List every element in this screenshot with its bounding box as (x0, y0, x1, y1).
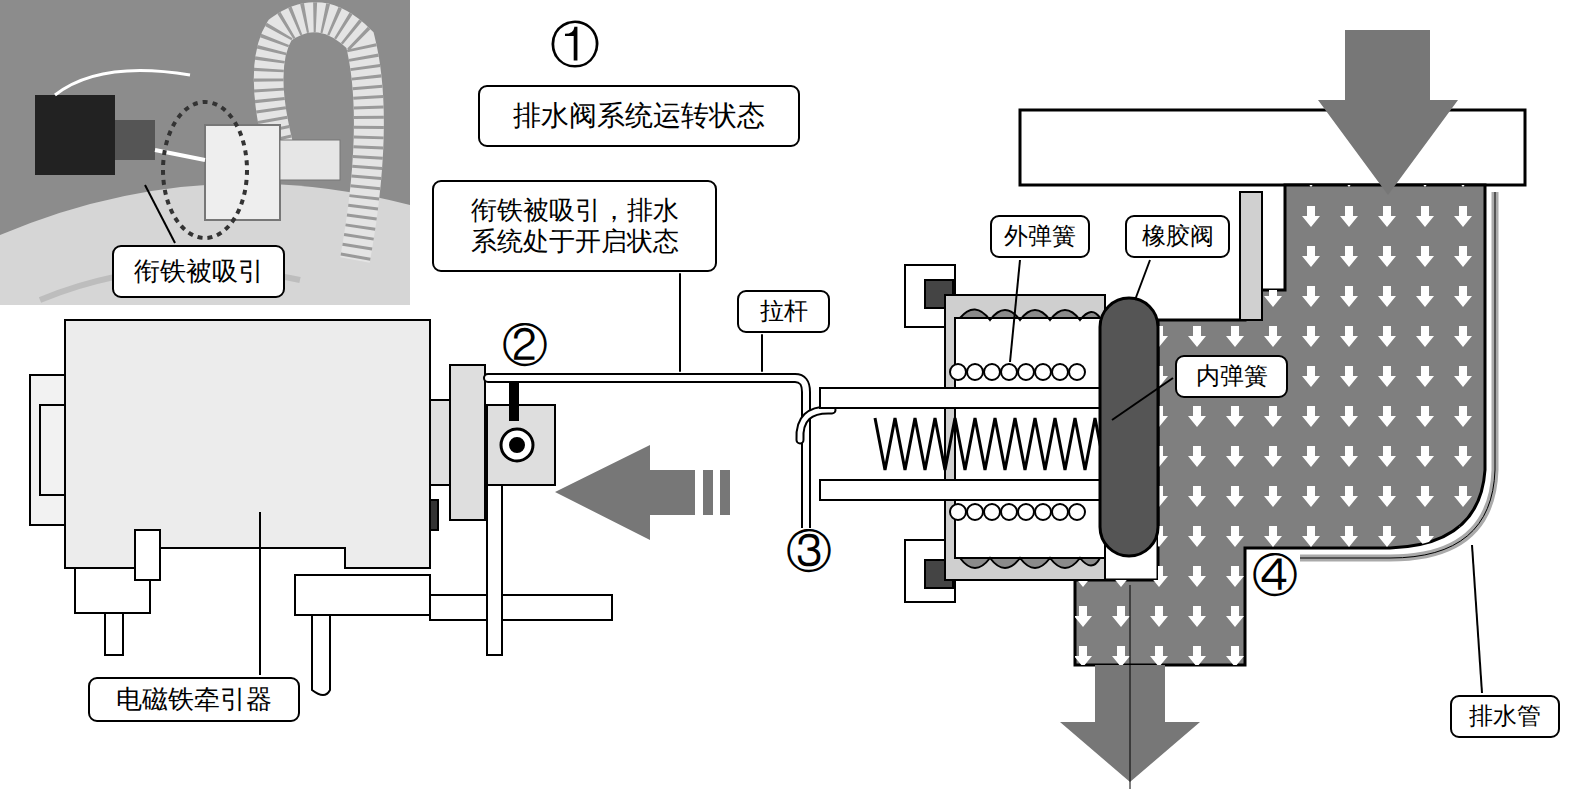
photo-part (280, 140, 340, 180)
drain-pipe-part (1240, 192, 1262, 320)
photo-part (0, 0, 410, 305)
valve-housing-part-part (1052, 364, 1068, 380)
photo-part (269, 17, 369, 260)
valve-housing-part-part (984, 504, 1000, 520)
photo-part (55, 71, 190, 96)
solenoid-part (430, 595, 612, 620)
valve-housing-part-part (1052, 504, 1068, 520)
valve-housing-part-part (984, 364, 1000, 380)
solenoid-part (510, 438, 524, 452)
motion-arrow (555, 445, 730, 540)
pull-rod-part (761, 335, 763, 371)
drain-pipe-part (1255, 192, 1495, 558)
part-label: 电磁铁牵引器 (88, 677, 300, 722)
drain-pipe-part (1318, 30, 1458, 195)
photo-part (115, 120, 155, 160)
label-text: 橡胶阀 (1142, 222, 1214, 251)
photo-part (269, 17, 369, 260)
motion-arrow-part (720, 470, 730, 515)
valve-housing-part (960, 558, 1100, 568)
title-box: 排水阀系统运转状态 (478, 85, 800, 147)
valve-housing-part (820, 388, 1102, 408)
photo-part (145, 185, 175, 243)
callout-number: ④ (1250, 552, 1300, 598)
solenoid-part (312, 615, 330, 695)
valve-housing-part-part (967, 364, 983, 380)
photo-part (163, 102, 247, 238)
photo-part (205, 125, 280, 220)
solenoid-part (30, 375, 65, 525)
valve-housing-part (950, 364, 1085, 520)
photo-part (35, 95, 115, 175)
valve-housing-part-part (1035, 364, 1051, 380)
solenoid-part (295, 575, 430, 615)
drain-pipe-part (1075, 185, 1485, 665)
label-text: 排水阀系统运转状态 (513, 99, 765, 133)
pull-rod-part (800, 410, 832, 440)
photo-label: 衔铁被吸引 (112, 245, 285, 298)
solenoid-part (259, 512, 261, 675)
label-text: 衔铁被吸引 (134, 256, 264, 287)
part-label: 排水管 (1450, 695, 1560, 738)
part-label: 内弹簧 (1175, 355, 1288, 398)
part-label: 橡胶阀 (1125, 215, 1230, 258)
drain-pipe-part (1075, 185, 1485, 665)
label-text: 外弹簧 (1004, 222, 1076, 251)
valve-housing-part-part (1001, 364, 1017, 380)
solenoid-part (501, 429, 533, 461)
valve-housing-part-part (1018, 364, 1034, 380)
photo (0, 0, 410, 305)
valve-housing-part (960, 309, 1100, 320)
valve-housing-part-part (967, 504, 983, 520)
part-label: 拉杆 (737, 290, 830, 333)
valve-housing-part (875, 418, 1105, 470)
label-text: 内弹簧 (1196, 362, 1268, 391)
drain-pipe-part (1472, 545, 1482, 693)
solenoid-part (40, 405, 65, 495)
valve-housing-part (1135, 260, 1150, 300)
label-text: 衔铁被吸引，排水 系统处于开启状态 (444, 195, 705, 257)
label-text: 拉杆 (760, 297, 808, 326)
valve-housing (820, 260, 1173, 602)
valve-housing-part-part (1001, 504, 1017, 520)
valve-housing-part-part (950, 504, 966, 520)
callout-number: ② (500, 322, 550, 368)
valve-housing-part (1100, 298, 1158, 556)
drain-pipe-part (1130, 585, 1131, 789)
pull-rod-part (679, 274, 681, 371)
valve-housing-part (945, 295, 1105, 580)
valve-housing-part-part (1069, 504, 1085, 520)
valve-housing-part (820, 480, 1102, 500)
valve-housing-part-part (1069, 364, 1085, 380)
solenoid-part (430, 500, 438, 530)
photo-part (155, 150, 205, 160)
part-label: 外弹簧 (990, 215, 1090, 258)
motion-arrow-part (555, 445, 695, 540)
callout-number: ③ (784, 528, 834, 574)
valve-housing-part (1010, 260, 1020, 362)
motion-arrow-part (703, 470, 713, 515)
label-text: 排水管 (1469, 702, 1541, 731)
callout-number: ① (548, 20, 602, 70)
solenoid-part (487, 405, 555, 485)
valve-housing-part-part (1035, 504, 1051, 520)
solenoid-part (487, 485, 502, 655)
solenoid-part (450, 365, 485, 520)
valve-housing-part-part (1018, 504, 1034, 520)
drain-pipe-part (1020, 110, 1525, 185)
pull-rod-part (800, 410, 832, 440)
valve-housing-part-part (950, 364, 966, 380)
drain-pipe-part (1255, 192, 1495, 558)
solenoid-part (430, 400, 452, 485)
note-box: 衔铁被吸引，排水 系统处于开启状态 (432, 180, 717, 272)
solenoid-part (65, 320, 430, 568)
valve-housing-part (1112, 378, 1173, 420)
solenoid-part (135, 530, 160, 580)
label-text: 电磁铁牵引器 (116, 684, 272, 715)
solenoid-part (105, 613, 123, 655)
